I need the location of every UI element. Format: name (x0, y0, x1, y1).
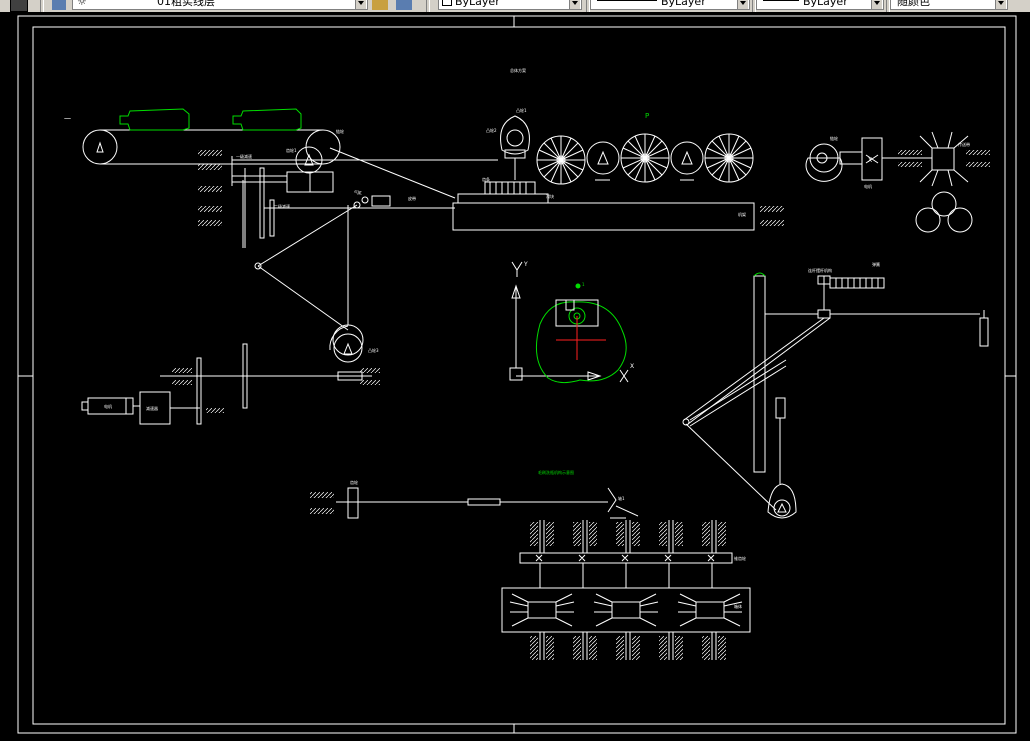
label-cam-2: 凸轮2 (486, 127, 497, 133)
label-cylinder: 气缸 (354, 189, 362, 195)
label-right-belt: 传送带 (958, 141, 970, 147)
layer-dropdown[interactable]: ☼ 01粗实线层 (72, 0, 368, 10)
label-right-x: X (868, 157, 872, 164)
color-swatch (442, 0, 452, 6)
brush-rollers (536, 133, 754, 185)
cad-toolbar: ☼ 01粗实线层 ByLayer ByLayer ByLayer 随颜色 (0, 0, 1030, 12)
green-cam-profile (535, 283, 627, 384)
outer-frame (17, 15, 1017, 734)
lower-shaft (336, 487, 639, 519)
drawing-canvas[interactable]: 总体方案 一 链轮 齿轮1 P 凸轮1 凸轮2 气缸 皮带 齿条 滑块 机架 一… (0, 12, 1030, 741)
color-control-value: ByLayer (455, 0, 500, 8)
label-green-dot: 1 (582, 282, 585, 287)
label-right-gear: 链轮 (830, 135, 838, 141)
drawing-title: 总体方案 (510, 67, 526, 73)
toolbar-separator (40, 0, 44, 12)
lineweight-preview (763, 0, 799, 1)
label-slider-block: 滑块 (546, 193, 554, 199)
label-gear-lower: 齿轮 (350, 479, 358, 485)
make-object-layer-current-icon[interactable] (372, 0, 388, 10)
frame-wavy-edge (753, 272, 766, 277)
hatch-linkage (172, 368, 380, 413)
chevron-down-icon[interactable] (355, 0, 366, 9)
label-cam-3: 凸轮3 (368, 347, 379, 353)
plot-style-dropdown[interactable]: 随颜色 (890, 0, 1008, 10)
brush-1 (536, 135, 586, 185)
toolbar-separator (426, 0, 430, 12)
label-cam-1: 凸轮1 (516, 107, 527, 113)
label-motor: 电机 (104, 403, 112, 409)
layer-state-icons: ☼ (77, 0, 87, 8)
brush-box (501, 520, 751, 660)
layer-manager-icon[interactable] (10, 0, 28, 12)
label-lever-top: 连杆摆杆机构 (808, 267, 832, 273)
label-ys-1: 一级减速 (236, 153, 252, 159)
chevron-down-icon[interactable] (871, 0, 882, 9)
label-spring: 弹簧 (872, 261, 880, 267)
brush-3 (704, 133, 754, 183)
plot-style-value: 随颜色 (897, 0, 930, 8)
label-axis-x: X (630, 363, 634, 370)
linetype-control-dropdown[interactable]: ByLayer (590, 0, 750, 10)
right-upper-mechanism (805, 131, 973, 233)
label-rack: 齿条 (482, 176, 490, 182)
label-belt: 皮带 (408, 195, 416, 201)
linkage-left (81, 204, 372, 425)
chevron-down-icon[interactable] (737, 0, 748, 9)
lineweight-control-dropdown[interactable]: ByLayer (756, 0, 884, 10)
label-box: 箱体 (734, 603, 742, 609)
lever-mechanism-right (682, 275, 989, 519)
label-brush-p: P (645, 112, 649, 120)
chevron-down-icon[interactable] (569, 0, 580, 9)
layers-stack-icon[interactable] (52, 0, 66, 10)
color-control-dropdown[interactable]: ByLayer (438, 0, 582, 10)
hatch-lower-shaft (310, 492, 334, 514)
label-gear-lower-2: 锥齿轮 (734, 555, 746, 561)
linetype-control-value: ByLayer (661, 0, 706, 8)
hatch-bearings-left (198, 150, 222, 226)
label-frame: 机架 (738, 211, 746, 217)
label-lower-title: 毛刷洗瓶机构示意图 (538, 469, 574, 475)
toolbar-separator (752, 0, 756, 12)
coordinate-axes (509, 261, 629, 383)
rack-slider (353, 181, 755, 231)
label-shaft-lower: 轴1 (618, 495, 625, 501)
label-axis-y: Y (523, 261, 528, 268)
cad-drawing: 总体方案 一 链轮 齿轮1 P 凸轮1 凸轮2 气缸 皮带 齿条 滑块 机架 一… (17, 15, 1017, 734)
cam-upper (500, 115, 530, 180)
label-right-motor: 电机 (864, 183, 872, 189)
brush-2 (620, 133, 670, 183)
label-gear-1: 齿轮1 (286, 147, 297, 153)
linetype-preview (597, 0, 657, 1)
toolbar-separator (886, 0, 890, 12)
hatch-right-upper (898, 150, 990, 167)
layer-name: 01粗实线层 (157, 0, 215, 8)
gear-train-upper (231, 146, 498, 248)
label-bottle-conveyor: 一 (64, 115, 71, 123)
chevron-down-icon[interactable] (995, 0, 1006, 9)
toolbar-separator (586, 0, 590, 12)
label-reducer: 减速器 (146, 405, 158, 411)
hatch-bearings-right (760, 206, 784, 226)
layer-previous-icon[interactable] (396, 0, 412, 10)
label-ys-2: 二级减速 (274, 203, 290, 209)
lineweight-control-value: ByLayer (803, 0, 848, 8)
label-sprocket: 链轮 (336, 128, 344, 134)
hatch-brush-box (530, 522, 726, 660)
